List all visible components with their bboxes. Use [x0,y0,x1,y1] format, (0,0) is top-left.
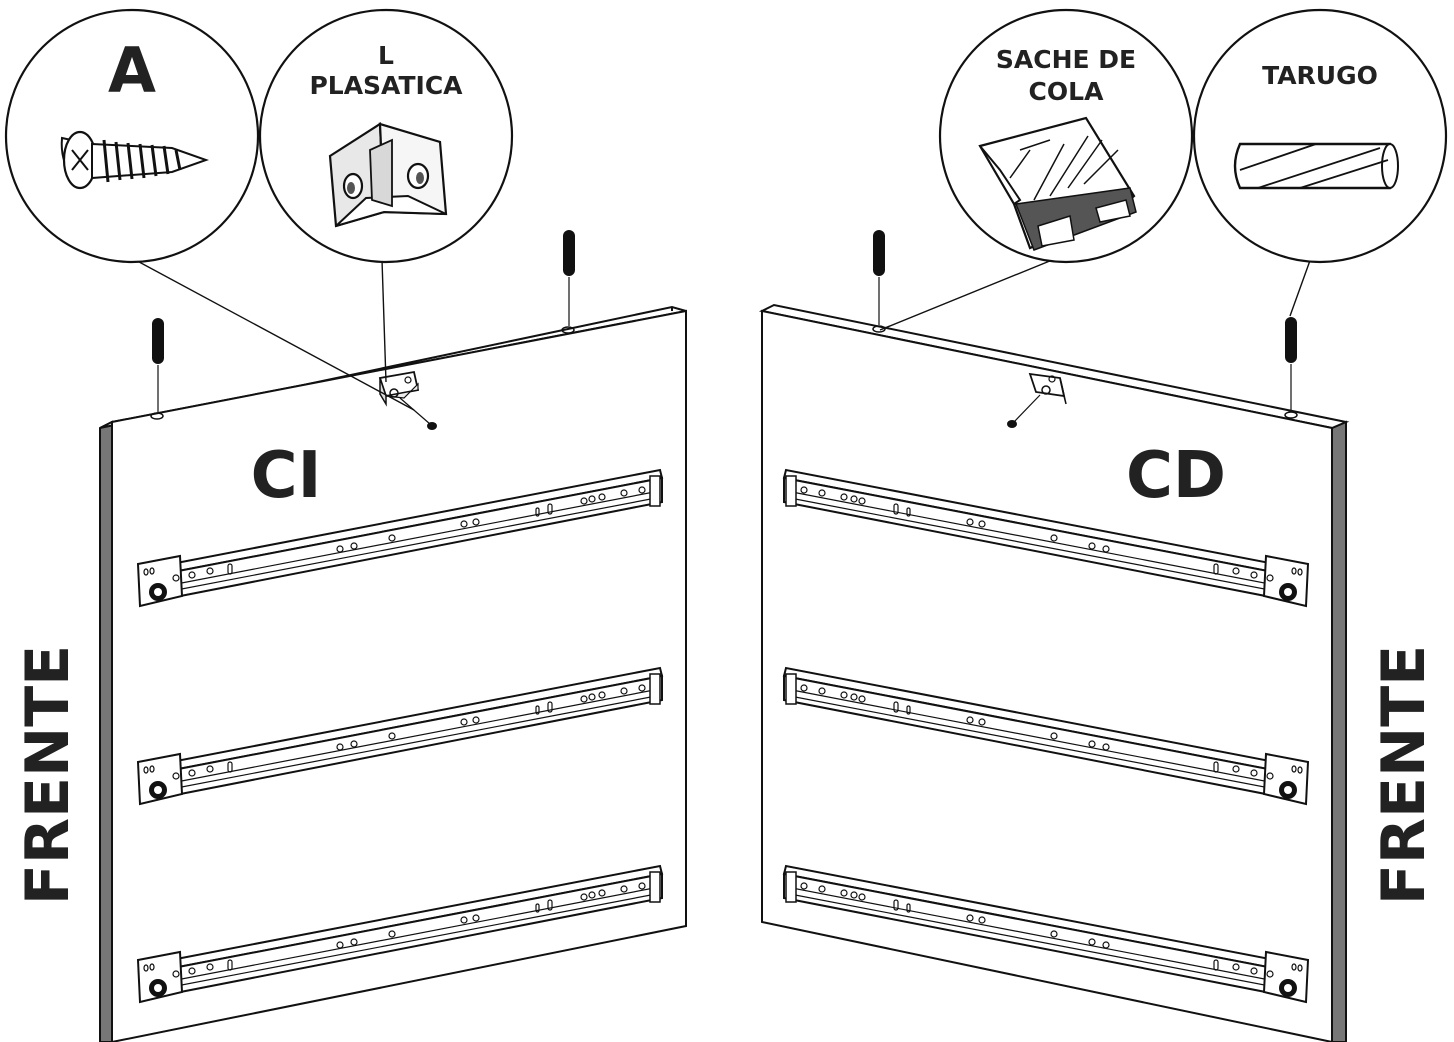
dowel-pin [563,230,575,326]
dowel-holes [150,325,1298,420]
l-bracket-right [1007,372,1067,428]
glue-sachet-icon [978,116,1137,251]
callout-label-l: L [378,41,394,70]
callout-glue-sachet: SACHE DE COLA [938,8,1194,264]
callout-label-tarugo: TARUGO [1262,61,1378,90]
l-bracket-left [378,370,437,430]
dowel-pins [152,230,1297,412]
l-bracket-icon [328,122,448,228]
callout-label-a: A [108,34,156,107]
screw-icon [60,130,210,190]
dowel-icon [1233,142,1399,190]
callout-screw-a: A [4,8,260,264]
callout-label-plasatica: PLASATICA [309,71,463,100]
callout-label-sache: SACHE DE [996,45,1136,74]
dowel-pin [1285,317,1297,411]
dowel-pin [152,318,164,412]
side-label-left: FRENTE [13,645,83,905]
panel-code-cd: CD [1126,439,1226,513]
callout-label-cola: COLA [1029,77,1105,106]
callout-dowel: TARUGO [1192,8,1448,264]
panel-code-ci: CI [251,439,322,513]
mini-screw-icon [1007,394,1041,428]
leader-lines [127,254,1313,411]
mini-screw-icon [399,397,437,430]
callout-l-bracket: L PLASATICA [258,8,514,264]
side-label-right: FRENTE [1369,645,1439,905]
dowel-pin [873,230,885,325]
